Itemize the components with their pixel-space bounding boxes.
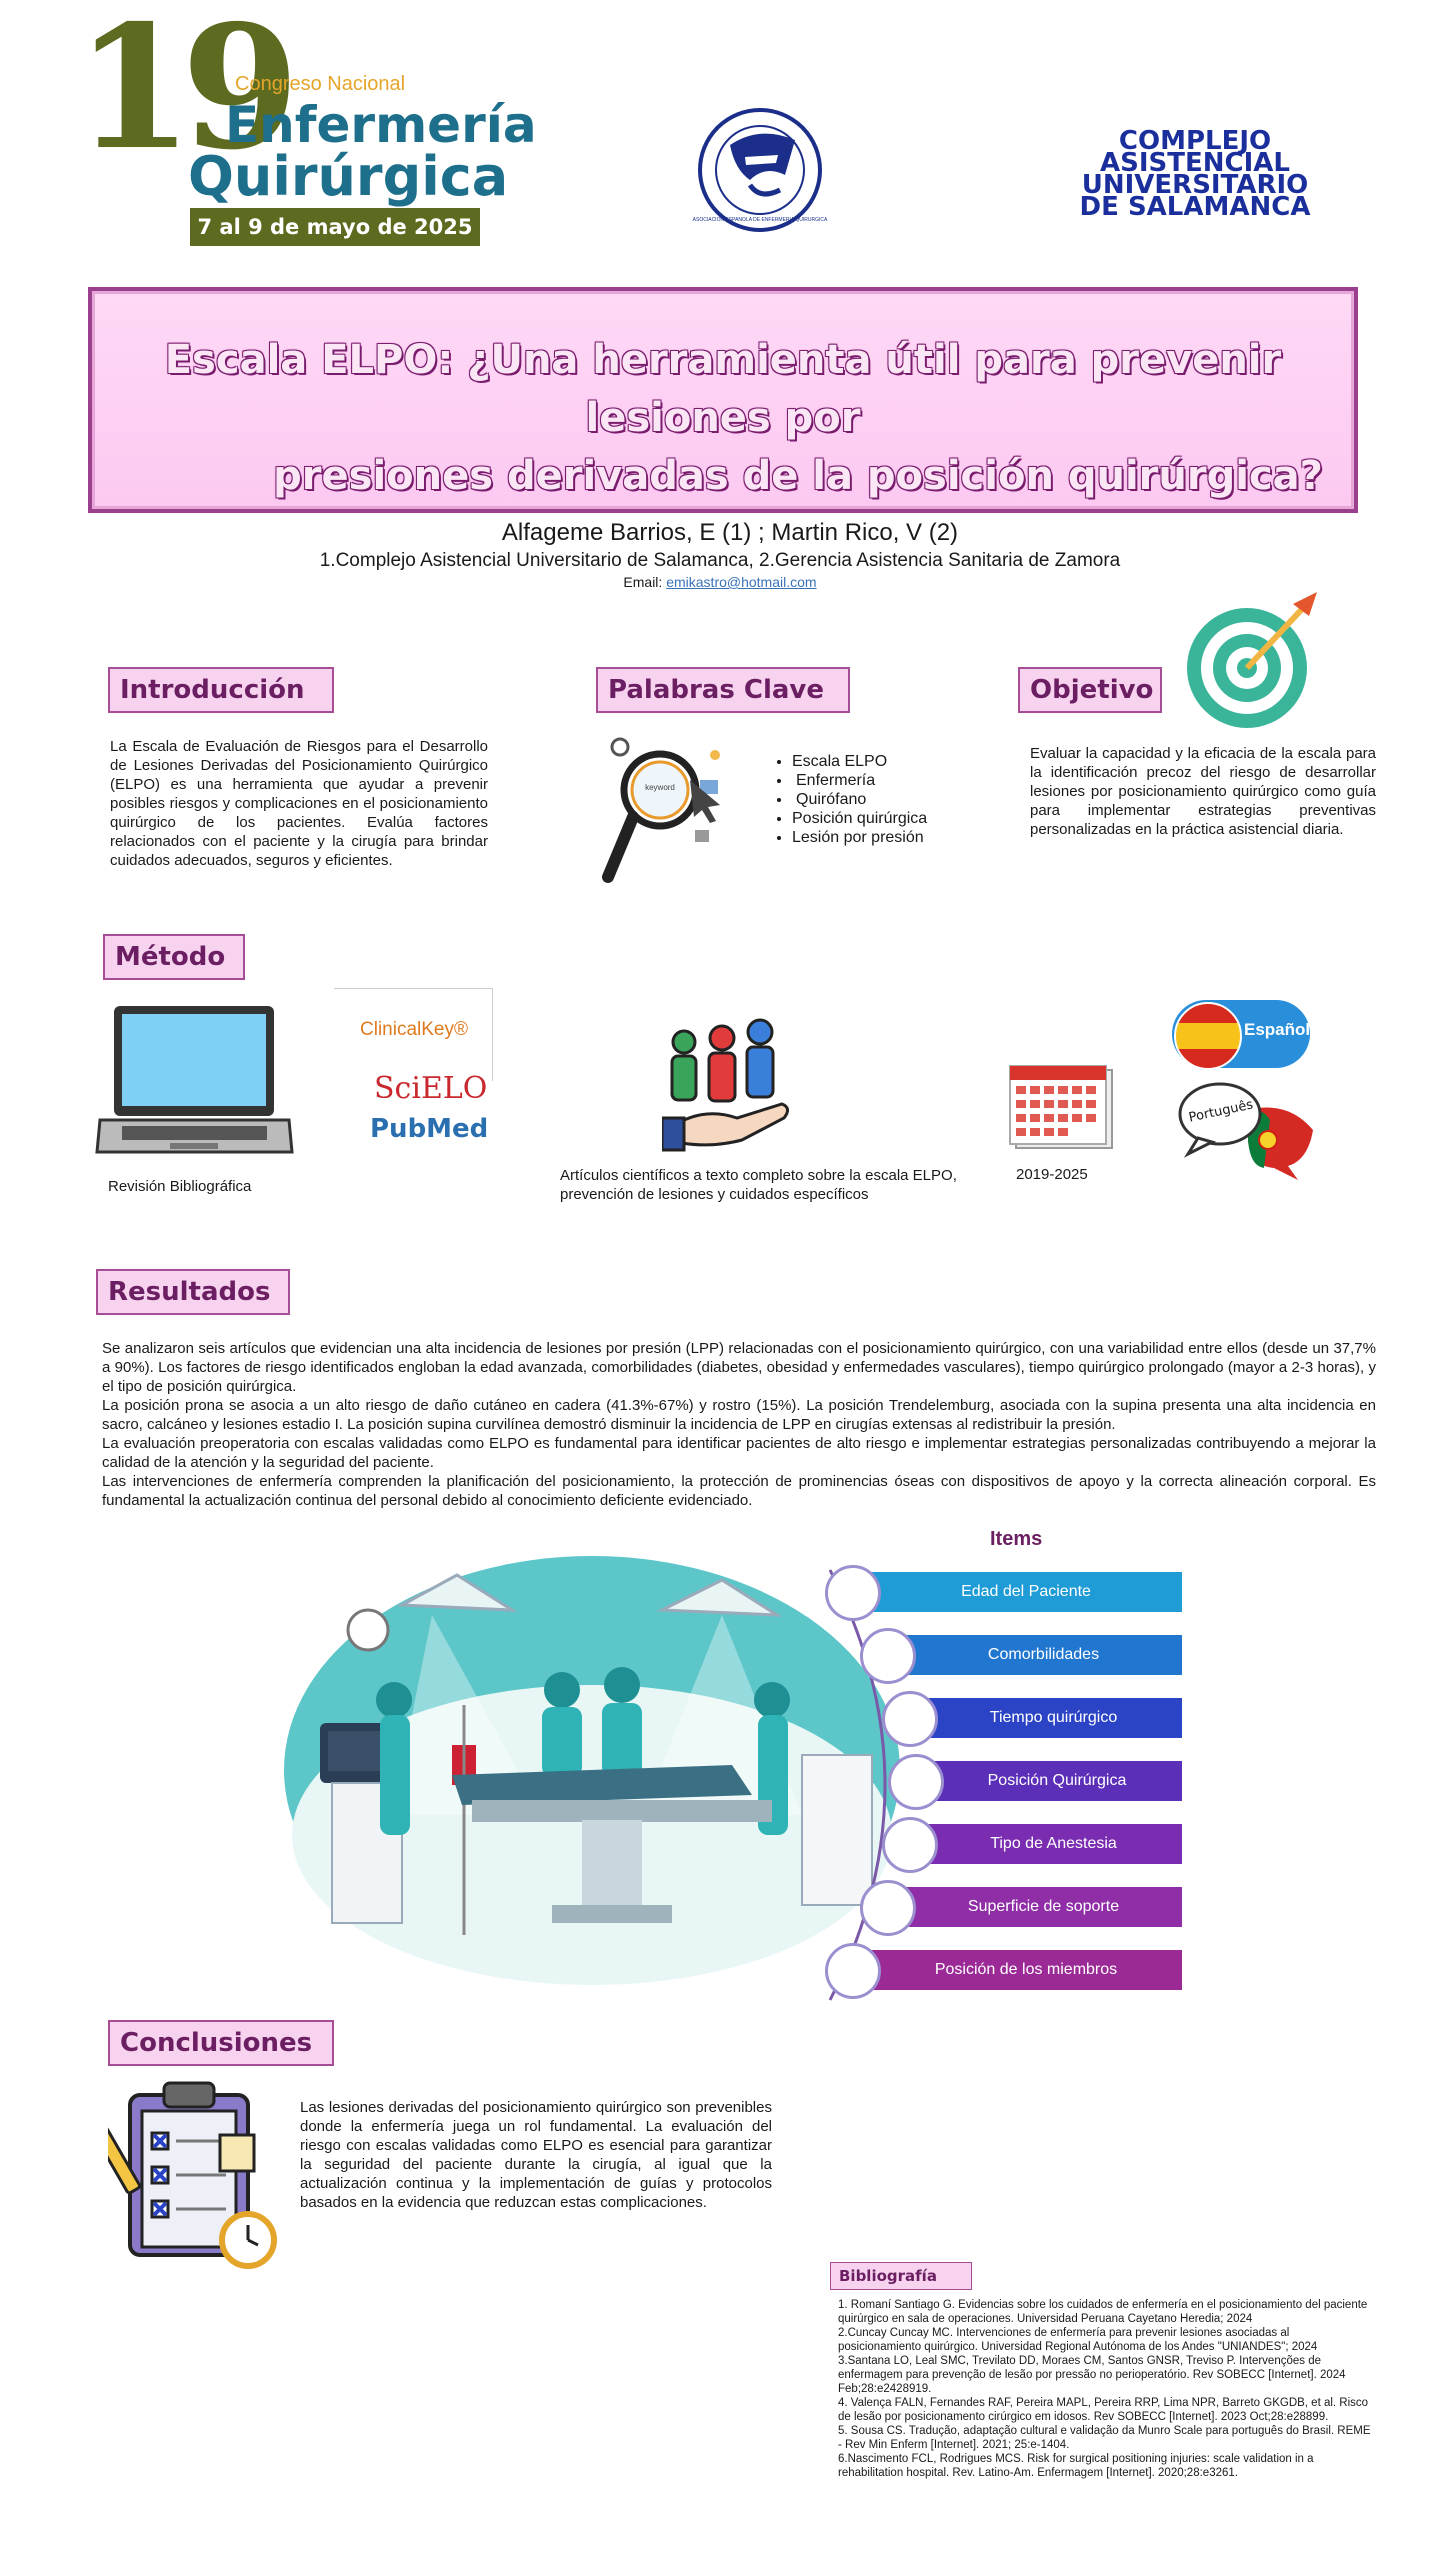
palabras-clave-list: Escala ELPO Enfermería Quirófano Posició… — [768, 752, 978, 847]
association-seal: ASOCIACIÓN ESPAÑOLA DE ENFERMERÍA QUIRÚR… — [690, 105, 830, 235]
articulos-text: Artículos científicos a texto completo s… — [560, 1167, 957, 1203]
operating-room-illustration — [282, 1555, 902, 1985]
metodo-heading: Método — [103, 934, 245, 980]
keyword-item: Posición quirúrgica — [792, 809, 978, 828]
authors-block: Alfageme Barrios, E (1) ; Martin Rico, V… — [0, 517, 1440, 591]
database-logos: ClinicalKey® SciELO PubMed — [334, 988, 494, 1168]
hospital-logo-line: DE SALAMANCA — [1079, 192, 1311, 222]
congress-name-line1: Enfermería — [225, 96, 537, 154]
item-circle — [882, 1691, 938, 1747]
author-affiliations: 1.Complejo Asistencial Universitario de … — [319, 550, 1121, 571]
objetivo-heading: Objetivo — [1018, 667, 1162, 713]
items-arc — [820, 1560, 940, 2010]
people-hand-icon — [660, 1018, 802, 1153]
item-bar: Tipo de Anestesia — [925, 1824, 1182, 1864]
author-email-line: Email: emikastro@hotmail.com — [0, 573, 1440, 591]
resultados-paragraph: Se analizaron seis artículos que evidenc… — [102, 1340, 1376, 1395]
conclusiones-text: Las lesiones derivadas del posicionamien… — [300, 2099, 772, 2211]
clinicalkey-label: ClinicalKey® — [360, 1019, 468, 1040]
magnifier-icon: keyword — [600, 735, 740, 885]
congress-number: 19 — [75, 0, 300, 188]
item-bar: Edad del Paciente — [870, 1572, 1182, 1612]
clinicalkey-logo: ClinicalKey® — [334, 988, 493, 1081]
poster-title-line2: presiones derivadas de la posición quirú… — [273, 453, 1323, 499]
keyword-item: Enfermería — [792, 771, 978, 790]
items-title: Items — [990, 1528, 1043, 1550]
congress-logo: 19 Congreso Nacional Enfermería Quirúrgi… — [75, 0, 537, 248]
introduccion-heading: Introducción — [108, 667, 334, 713]
item-circle — [860, 1880, 916, 1936]
association-seal-text: ASOCIACIÓN ESPAÑOLA DE ENFERMERÍA QUIRÚR… — [692, 217, 828, 223]
item-circle — [825, 1565, 881, 1621]
item-bar: Comorbilidades — [905, 1635, 1182, 1675]
bibliografia-list: 1. Romaní Santiago G. Evidencias sobre l… — [838, 2298, 1374, 2480]
objetivo-text: Evaluar la capacidad y la eficacia de la… — [1030, 745, 1376, 838]
bibliografia-heading: Bibliografía — [830, 2262, 972, 2290]
resultados-paragraph: Las intervenciones de enfermería compren… — [102, 1473, 1376, 1509]
hospital-logo: COMPLEJO ASISTENCIAL UNIVERSITARIO DE SA… — [1060, 126, 1330, 222]
lang-es-label: Español — [1244, 1020, 1311, 1039]
item-bar: Superficie de soporte — [905, 1887, 1182, 1927]
keyword-item: Lesión por presión — [792, 828, 978, 847]
portuguese-badge: Português — [1178, 1080, 1318, 1180]
item-circle — [825, 1943, 881, 1999]
item-circle — [860, 1628, 916, 1684]
resultados-paragraph: La posición prona se asocia a un alto ri… — [102, 1397, 1376, 1433]
item-bar: Tiempo quirúrgico — [925, 1698, 1182, 1738]
bibliografia-ref: 2.Cuncay Cuncay MC. Intervenciones de en… — [838, 2327, 1318, 2353]
revision-label: Revisión Bibliográfica — [108, 1178, 252, 1195]
keyword-item: Quirófano — [792, 790, 978, 809]
bibliografia-ref: 5. Sousa CS. Tradução, adaptação cultura… — [838, 2425, 1371, 2451]
item-circle — [888, 1754, 944, 1810]
resultados-paragraph: La evaluación preoperatoria con escalas … — [102, 1435, 1376, 1471]
target-icon — [1185, 590, 1325, 730]
hospital-logo-line: UNIVERSITARIO — [1081, 170, 1309, 200]
scielo-logo: SciELO — [374, 1071, 488, 1106]
keyword-item: Escala ELPO — [792, 752, 978, 771]
introduccion-text: La Escala de Evaluación de Riesgos para … — [110, 738, 488, 869]
years-label: 2019-2025 — [1016, 1166, 1088, 1183]
calendar-icon — [1008, 1062, 1120, 1150]
bibliografia-ref: 3.Santana LO, Leal SMC, Trevilato DD, Mo… — [838, 2355, 1346, 2395]
poster-title-line1: Escala ELPO: ¿Una herramienta útil para … — [164, 337, 1282, 441]
author-names: Alfageme Barrios, E (1) ; Martin Rico, V… — [501, 519, 959, 546]
palabras-clave-heading: Palabras Clave — [596, 667, 850, 713]
item-bar: Posición Quirúrgica — [932, 1761, 1182, 1801]
poster-title: Escala ELPO: ¿Una herramienta útil para … — [92, 331, 1354, 505]
bibliografia-ref: 6.Nascimento FCL, Rodrigues MCS. Risk fo… — [838, 2453, 1314, 2479]
congress-label: Congreso Nacional — [235, 73, 406, 95]
hospital-logo-line: ASISTENCIAL — [1100, 148, 1290, 178]
bibliografia-ref: 4. Valença FALN, Fernandes RAF, Pereira … — [838, 2397, 1369, 2423]
keyword-icon-text: keyword — [645, 783, 675, 792]
laptop-icon — [92, 1002, 297, 1167]
email-label: Email: — [623, 574, 663, 590]
resultados-text: Se analizaron seis artículos que evidenc… — [102, 1339, 1376, 1510]
title-banner: Escala ELPO: ¿Una herramienta útil para … — [88, 287, 1358, 513]
hospital-logo-line: COMPLEJO — [1118, 126, 1272, 156]
pubmed-logo: PubMed — [370, 1114, 489, 1144]
congress-name-line2: Quirúrgica — [188, 145, 509, 208]
email-link[interactable]: emikastro@hotmail.com — [666, 574, 817, 590]
congress-dates: 7 al 9 de mayo de 2025 — [190, 208, 480, 246]
conclusiones-heading: Conclusiones — [108, 2020, 334, 2066]
bibliografia-ref: 1. Romaní Santiago G. Evidencias sobre l… — [838, 2299, 1368, 2325]
item-bar: Posición de los miembros — [870, 1950, 1182, 1990]
spain-flag-icon — [1174, 1002, 1242, 1070]
spanish-flag-badge: Español — [1172, 1000, 1311, 1070]
item-circle — [882, 1817, 938, 1873]
resultados-heading: Resultados — [96, 1269, 290, 1315]
clipboard-icon — [93, 2075, 283, 2275]
